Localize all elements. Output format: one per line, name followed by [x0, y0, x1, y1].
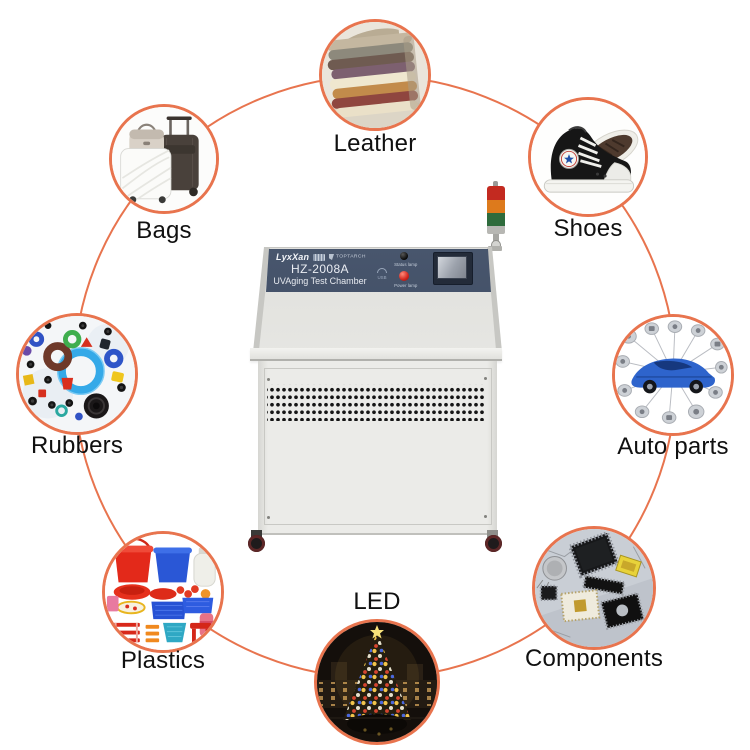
- power-lamp: [399, 271, 409, 281]
- car-illustration: [631, 358, 715, 394]
- caster-bracket: [251, 530, 262, 538]
- node-plastics: [102, 531, 224, 653]
- node-shoes: [528, 97, 648, 217]
- node-bags: [109, 104, 219, 214]
- brand-badge: [313, 254, 325, 261]
- bags-photo: [112, 107, 216, 211]
- label-bags: Bags: [136, 217, 192, 244]
- node-led: [314, 619, 440, 745]
- door-screw: [267, 516, 270, 519]
- node-rubbers: [16, 313, 138, 435]
- tower-stem: [493, 234, 499, 242]
- label-auto-parts: Auto parts: [617, 433, 729, 460]
- label-plastics: Plastics: [120, 647, 206, 674]
- tower-mount: [488, 246, 502, 251]
- chamber-front-door: [264, 368, 492, 525]
- chamber-ledge: [250, 348, 502, 361]
- auto-parts-photo: [615, 317, 731, 433]
- touchscreen-display: [437, 256, 467, 279]
- ceramic-chip: [560, 589, 601, 623]
- led-photo: [317, 622, 437, 742]
- caster-wheel: [485, 535, 502, 552]
- usb-label: USB: [377, 275, 387, 280]
- tower-lamp-green: [487, 213, 505, 226]
- door-screw: [484, 515, 487, 518]
- rubbers-photo: [19, 316, 135, 432]
- vent-grille: [267, 384, 485, 421]
- label-rubbers: Rubbers: [30, 432, 124, 459]
- caster-bracket: [487, 530, 498, 538]
- model-number: HZ-2008A: [291, 262, 349, 276]
- tower-lamp-red: [487, 186, 505, 200]
- node-components: [532, 526, 656, 650]
- product-name: UVAging Test Chamber: [273, 276, 367, 286]
- status-lamp-label: Status lamp: [394, 262, 418, 267]
- brand-logo: LyxXan: [276, 252, 310, 262]
- shoes-photo: [531, 100, 645, 214]
- door-screw: [267, 378, 270, 381]
- tower-tip: [493, 181, 498, 188]
- node-leather: [319, 19, 431, 131]
- blue-ring: [57, 347, 105, 395]
- tower-lamp-orange: [487, 200, 505, 213]
- label-leather: Leather: [333, 130, 417, 157]
- power-lamp-label: Power lamp: [394, 283, 418, 288]
- usb-icon: [377, 268, 387, 273]
- label-led: LED: [353, 588, 401, 615]
- leather-photo: [322, 22, 428, 128]
- label-components: Components: [524, 645, 664, 672]
- uv-aging-test-chamber: LyxXan TOPTARCH HZ-2008A UVAging Test Ch…: [240, 180, 510, 560]
- eprom-chip: [599, 591, 646, 631]
- qfp-chip: [567, 530, 621, 579]
- status-lamp: [400, 252, 408, 260]
- components-photo: [535, 529, 653, 647]
- sneaker-illustration: [543, 126, 635, 193]
- caster-wheel: [248, 535, 265, 552]
- door-screw: [484, 377, 487, 380]
- label-shoes: Shoes: [553, 215, 623, 242]
- plastics-photo: [105, 534, 221, 650]
- node-auto-parts: [612, 314, 734, 436]
- tower-base: [487, 226, 505, 234]
- brand-secondary: TOPTARCH: [336, 253, 366, 259]
- brand-flag-icon: [329, 254, 334, 260]
